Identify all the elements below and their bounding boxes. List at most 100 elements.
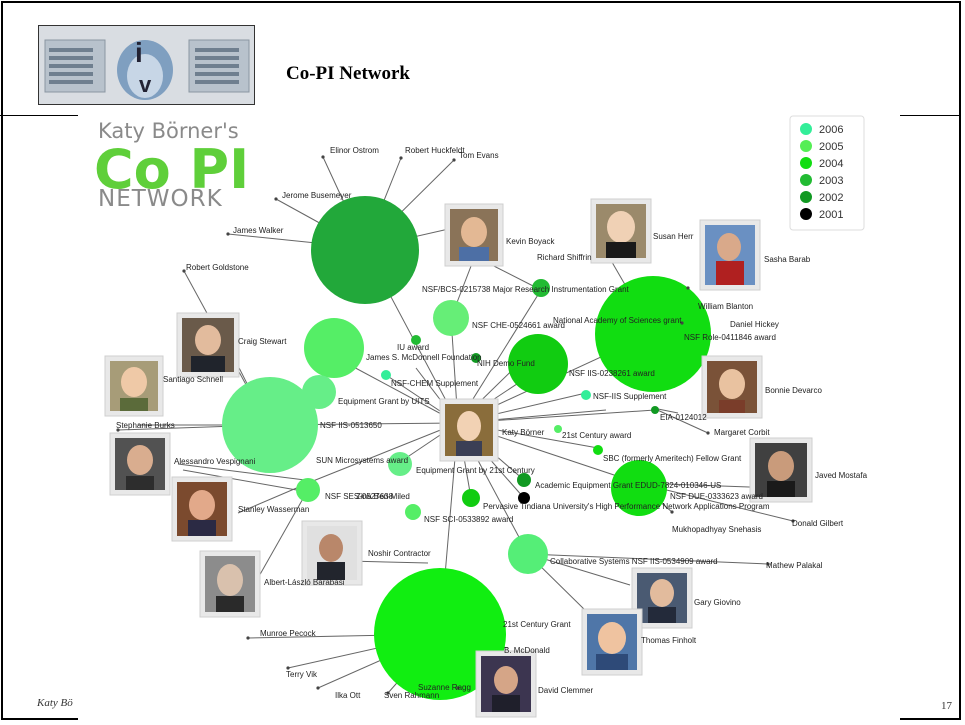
person-label: Jerome Busemeyer	[282, 191, 352, 200]
page-number: 17	[941, 700, 952, 712]
grant-label: NSF-CHEM Supplement	[391, 379, 479, 388]
grant-label: NSF CHE-0524661 award	[472, 321, 565, 330]
grant-label: EIA-0124012	[660, 413, 707, 422]
person-label: Sven Rahmann	[384, 691, 439, 700]
grant-node-nsf-iis-0513650	[222, 377, 318, 473]
grant-node-nsf-chem-supplement	[381, 370, 391, 380]
person-label: Thomas Finholt	[641, 636, 697, 645]
grant-node-collaborative-systems	[508, 534, 548, 574]
grant-label: Academic Equipment Grant EDUD-7824-01034…	[535, 481, 721, 490]
grant-node-2001	[518, 492, 530, 504]
grant-label: 21st Century Grant	[503, 620, 571, 629]
person-label: Javed Mostafa	[815, 471, 868, 480]
brand-block: Katy Börner's Co PI NETWORK	[94, 119, 249, 212]
brand-line3: NETWORK	[98, 186, 223, 212]
person-label: Gary Giovino	[694, 598, 741, 607]
person-label: Katy Börner	[502, 428, 545, 437]
grant-node-nsf-iis-supplement	[581, 390, 591, 400]
grant-label: NSF IIS-0513650	[320, 421, 382, 430]
portrait-stanley-wasserman	[171, 476, 233, 542]
portrait-susan-herr	[590, 198, 652, 264]
person-label: Terry Vik	[286, 670, 318, 679]
person-labels: Elinor Ostrom Robert Huckfeldt Tom Evans…	[116, 146, 868, 700]
svg-text:v: v	[139, 72, 152, 97]
legend-swatch-2004	[800, 157, 812, 169]
grant-label: NSF Role-0411846 award	[684, 333, 776, 342]
person-label: Donald Gilbert	[792, 519, 844, 528]
grant-nodes	[222, 196, 711, 700]
grant-label: National Academy of Sciences grant	[553, 316, 682, 325]
grant-node-21st-century-grant	[374, 568, 506, 700]
legend-swatch-2006	[800, 123, 812, 135]
grant-node-pervasive-technology	[462, 489, 480, 507]
person-label: David Clemmer	[538, 686, 593, 695]
logo-graphic: i v	[44, 37, 250, 100]
grant-node-nsf-role-0411846	[595, 276, 711, 392]
person-label: Robert Goldstone	[186, 263, 249, 272]
legend-label-2002: 2002	[819, 192, 843, 204]
legend-label-2004: 2004	[819, 158, 843, 170]
legend-swatch-2003	[800, 174, 812, 186]
header-logo: i v	[38, 25, 255, 105]
portrait-alessandro-vespignani	[109, 432, 171, 496]
grant-label: 21st Century award	[562, 431, 631, 440]
legend-swatch-2001	[800, 208, 812, 220]
portrait-bonnie-devarco	[701, 355, 763, 419]
grant-node-nsf-che-0524661	[433, 300, 469, 336]
footer-author: Katy Bö	[37, 697, 73, 709]
person-label: Ilka Ott	[335, 691, 361, 700]
grant-node-mcdonnell-foundation	[304, 318, 364, 378]
portrait-santiago-schnell	[104, 355, 164, 417]
person-label: Bonnie Devarco	[765, 386, 822, 395]
grant-label: Pervasive Tindiana University's High Per…	[483, 502, 770, 511]
portrait-thomas-finholt	[581, 608, 643, 676]
brand-line2: Co PI	[94, 138, 249, 201]
legend-swatch-2002	[800, 191, 812, 203]
person-label: Mathew Palakal	[766, 561, 823, 570]
portrait-sasha-barab	[699, 219, 761, 291]
person-label: Tom Evans	[459, 151, 499, 160]
person-label: Susan Herr	[653, 232, 694, 241]
legend-label-2006: 2006	[819, 124, 843, 136]
person-label: Stephanie Burks	[116, 421, 175, 430]
grant-node-sun-microsystems	[388, 452, 412, 476]
svg-text:i: i	[135, 37, 143, 68]
person-label: Stanley Wasserman	[238, 505, 309, 514]
portrait-craig-stewart	[176, 312, 240, 378]
portrait-kevin-boyack	[444, 203, 504, 267]
grant-label: Equipment Grant by UITS	[338, 397, 430, 406]
grant-node-nsf-sci-0533892	[405, 504, 421, 520]
person-label: Daniel Hickey	[730, 320, 779, 329]
grant-labels: NSF/BCS-0215738 Major Research Instrumen…	[316, 285, 776, 629]
grant-node-nas-grant	[532, 279, 550, 297]
grant-label: NSF DUE-0333623 award	[670, 492, 763, 501]
person-label: Noshir Contractor	[368, 549, 431, 558]
person-label: Albert-László Barabási	[264, 578, 345, 587]
person-label: Mukhopadhyay Snehasis	[672, 525, 761, 534]
grant-node-21st-century-award	[554, 425, 562, 433]
grant-label: SUN Microsystems award	[316, 456, 408, 465]
person-label: Margaret Corbit	[714, 428, 770, 437]
grant-node-sbc-fellow-grant	[593, 445, 603, 455]
grant-label: James S. McDonnell Foundation	[366, 353, 482, 362]
grant-label: NSF-IIS Supplement	[593, 392, 667, 401]
grant-label: NSF SES-0527638	[325, 492, 394, 501]
person-label: Kevin Boyack	[506, 237, 555, 246]
legend-label-2001: 2001	[819, 209, 843, 221]
person-label: James Walker	[233, 226, 284, 235]
legend-swatch-2005	[800, 140, 812, 152]
legend-label-2005: 2005	[819, 141, 843, 153]
portrait-gary-giovino	[631, 567, 693, 629]
person-dots	[116, 155, 795, 695]
person-label: B. McDonald	[504, 646, 550, 655]
person-label: Sasha Barab	[764, 255, 811, 264]
grant-label: SBC (formerly Ameritech) Fellow Grant	[603, 454, 742, 463]
grant-label: Collaborative Systems NSF IIS-0534909 aw…	[550, 557, 718, 566]
person-label: William Blanton	[698, 302, 753, 311]
photo-portraits	[104, 198, 813, 718]
grant-node-nsf-ses-0527638	[296, 478, 320, 502]
grant-label: NSF/BCS-0215738 Major Research Instrumen…	[422, 285, 630, 294]
grant-node-nsf-bcs-0215738	[311, 196, 419, 304]
grant-label: NSF IIS-0238261 award	[569, 369, 655, 378]
